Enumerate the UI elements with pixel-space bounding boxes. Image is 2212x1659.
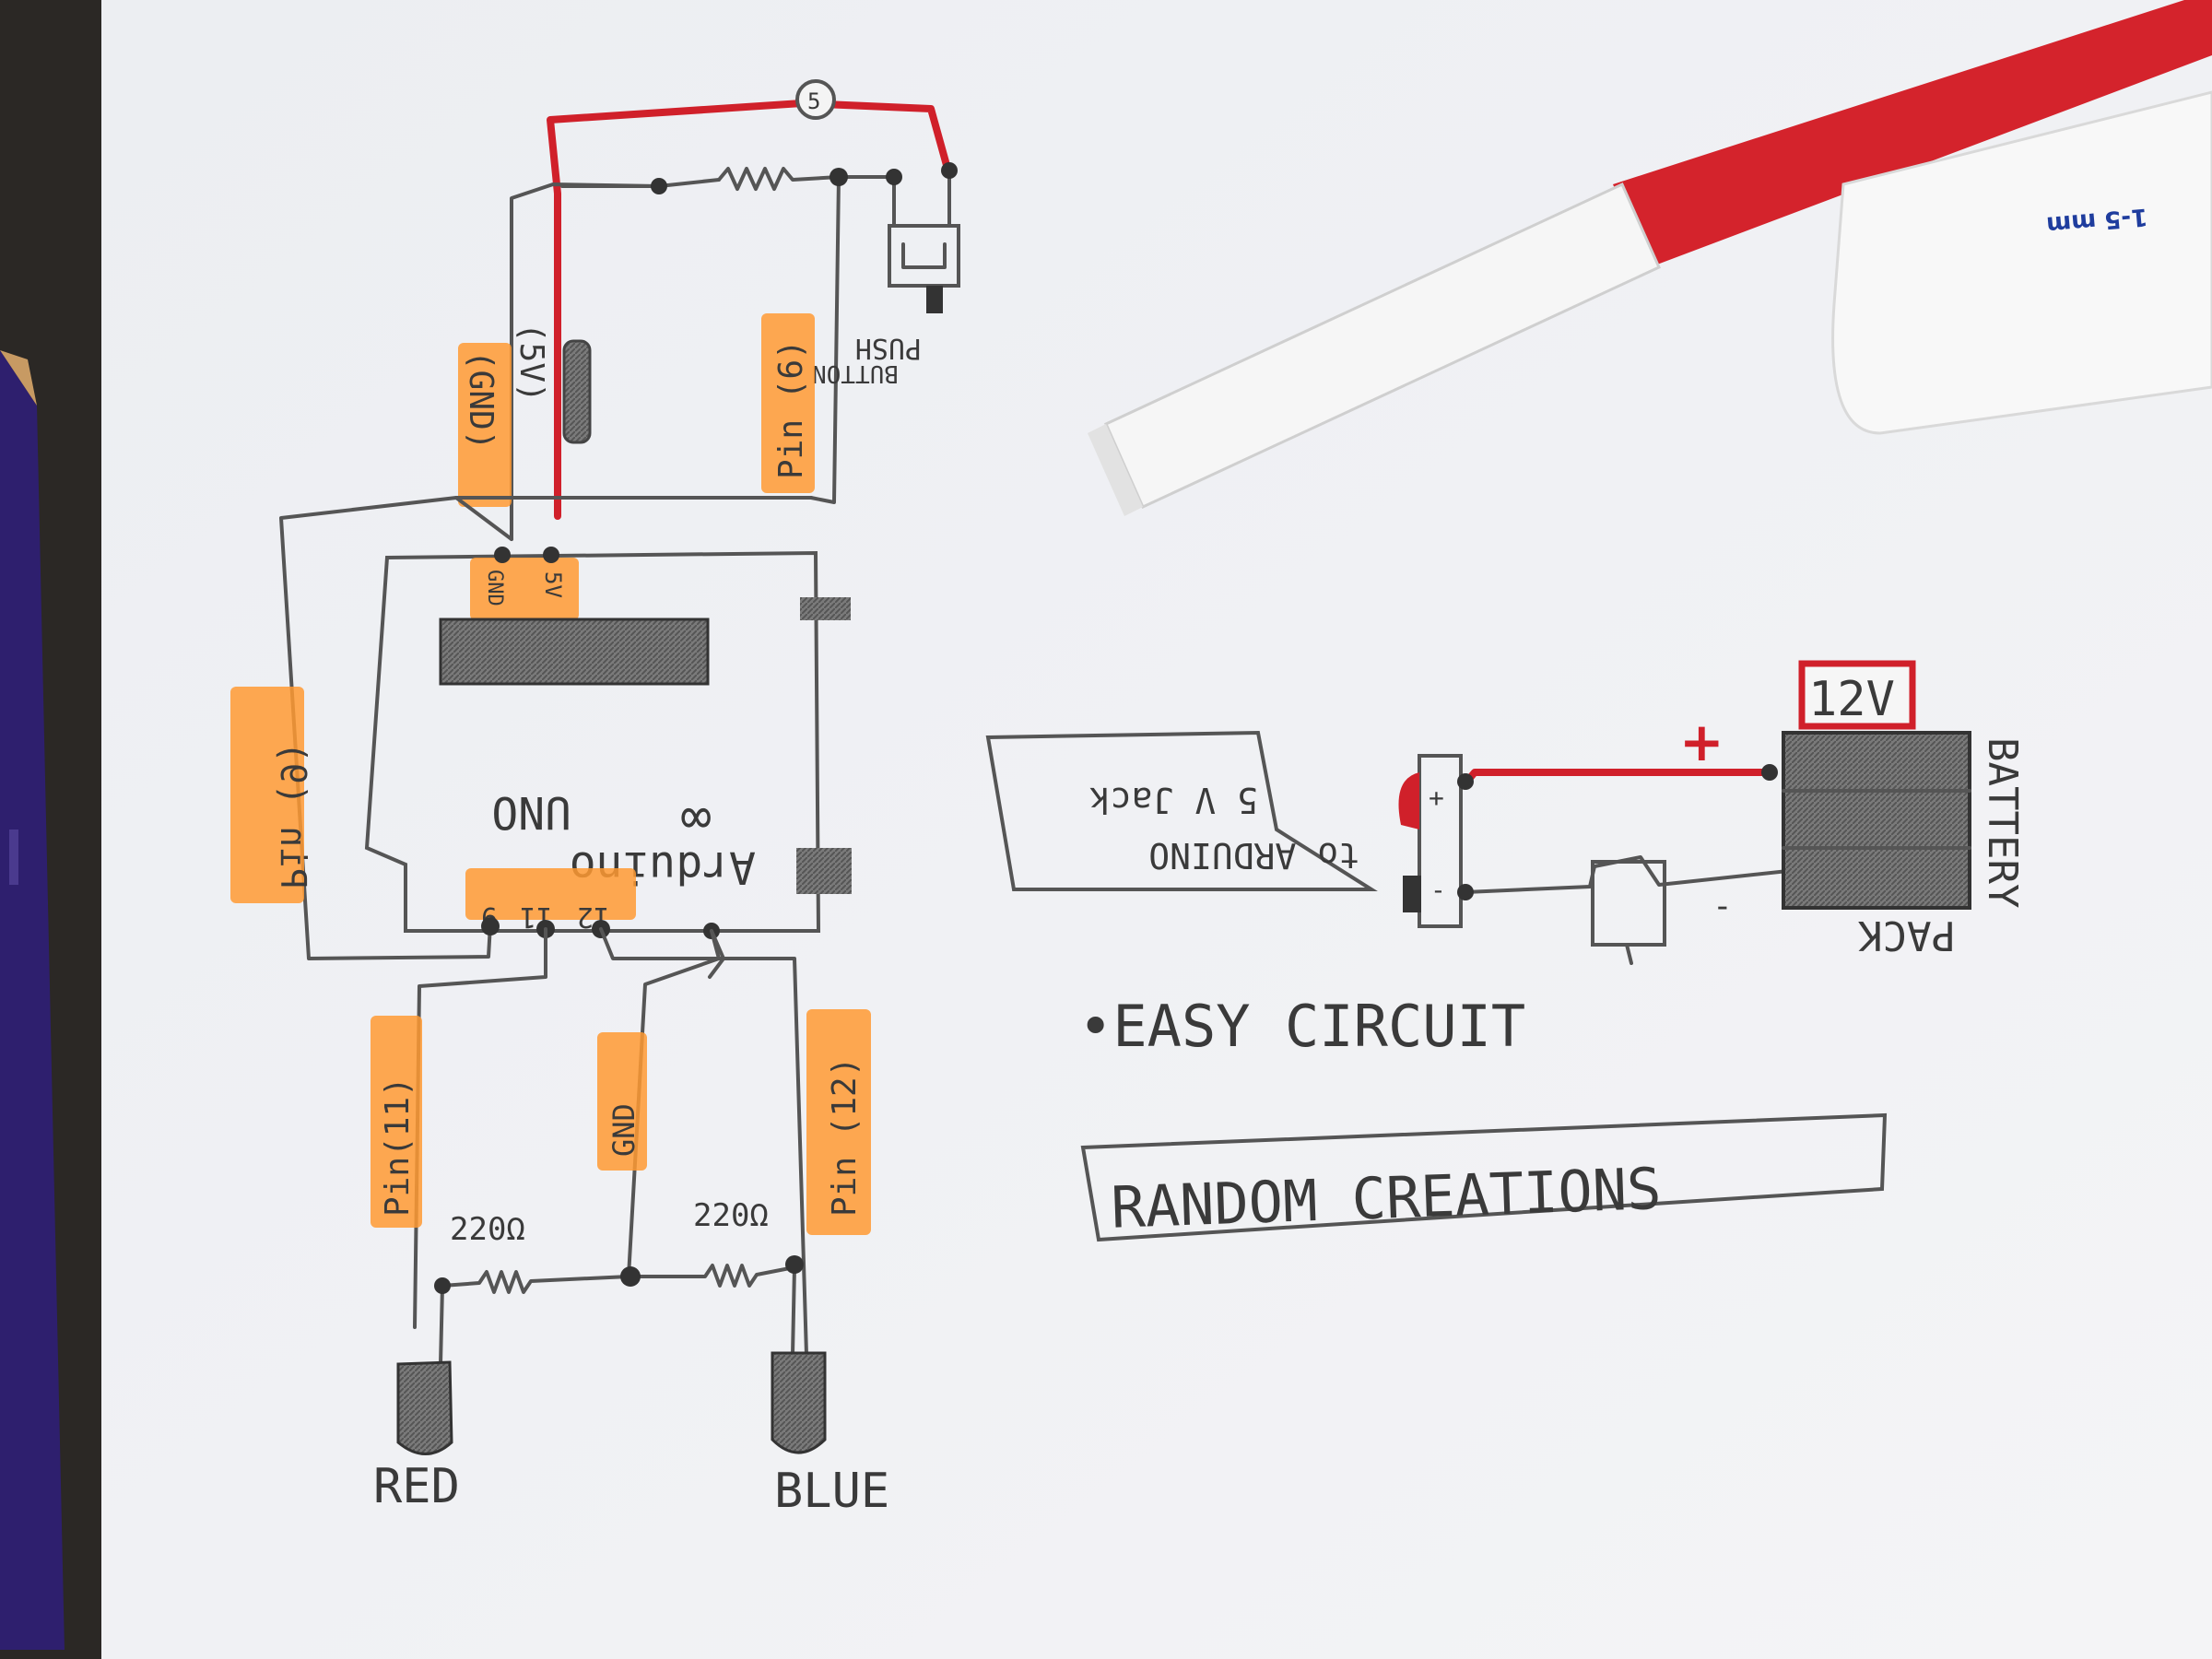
- gnd-wire: [510, 178, 721, 541]
- led-blue-label: BLUE: [774, 1464, 889, 1519]
- voltage-box: [1798, 660, 1916, 730]
- label-5v-top: (5V): [512, 323, 550, 403]
- resistor-right-icon: [627, 1264, 796, 1288]
- label-pin9-left: Pin (9): [273, 742, 313, 889]
- battery-voltage: 12V: [1808, 672, 1895, 727]
- label-pin12: Pin (12): [826, 1057, 864, 1217]
- battery-label-line1: BATTERY: [1979, 737, 2026, 908]
- microcontroller-chip: [439, 618, 710, 686]
- pin6-wire: [809, 175, 841, 504]
- lamp-icon: [795, 79, 836, 120]
- label-pin11: Pin(11): [379, 1077, 417, 1217]
- jack-label-box: [985, 730, 1378, 891]
- random-creations-box: [1080, 1112, 1888, 1242]
- battery-plus-sign: +: [1679, 711, 1724, 773]
- marker-prop: [1088, 0, 2212, 516]
- lamp-label: 5: [807, 88, 820, 114]
- board-model: UNO: [491, 786, 571, 838]
- led-blue-icon: [771, 1351, 827, 1454]
- battery-label-line2: PACK: [1858, 912, 1956, 959]
- board-header-gnd: GND: [483, 570, 506, 606]
- push-button-label-1: PUSH: [855, 332, 922, 364]
- pin12-wire: [599, 927, 808, 1357]
- resistor-left-label: 220Ω: [450, 1211, 525, 1248]
- push-button-icon: [888, 224, 960, 313]
- led-red-icon: [396, 1360, 453, 1455]
- infinity-logo-icon: ∞: [680, 789, 712, 849]
- jack-plus: +: [1429, 782, 1444, 813]
- led-red-label: RED: [373, 1459, 460, 1514]
- resistor-left-icon: [441, 1270, 630, 1294]
- usb-port-icon: [796, 848, 852, 894]
- pullup-resistor: [717, 167, 896, 191]
- pencil-prop: [0, 350, 65, 1650]
- board-header-5v: 5V: [540, 571, 566, 598]
- label-gnd-bottom: GND: [606, 1103, 641, 1157]
- jack-label-line2: 5 V Jack: [1089, 780, 1258, 820]
- battery-minus-sign: -: [1712, 888, 1733, 925]
- jack-label-line1: to ARDUINO: [1148, 835, 1359, 876]
- red-5v-wire: [547, 100, 953, 520]
- resistor-right-label: 220Ω: [693, 1197, 769, 1234]
- barrel-jack-icon: [1418, 754, 1463, 928]
- reset-button-icon: [800, 597, 851, 620]
- push-button-label-2: BUTTON: [812, 359, 899, 387]
- label-gnd-top: (GND): [462, 350, 500, 450]
- note-easy-circuit: •EASY CIRCUIT: [1078, 993, 1525, 1060]
- jack-minus: -: [1430, 875, 1446, 905]
- battery-pack-icon: [1782, 731, 1971, 910]
- pen-cap-prop: 1-5 mm: [1831, 90, 2212, 435]
- label-pin6-top: Pin (6): [772, 339, 810, 479]
- series-resistor-icon: [562, 339, 592, 444]
- arduino-board: [364, 550, 821, 933]
